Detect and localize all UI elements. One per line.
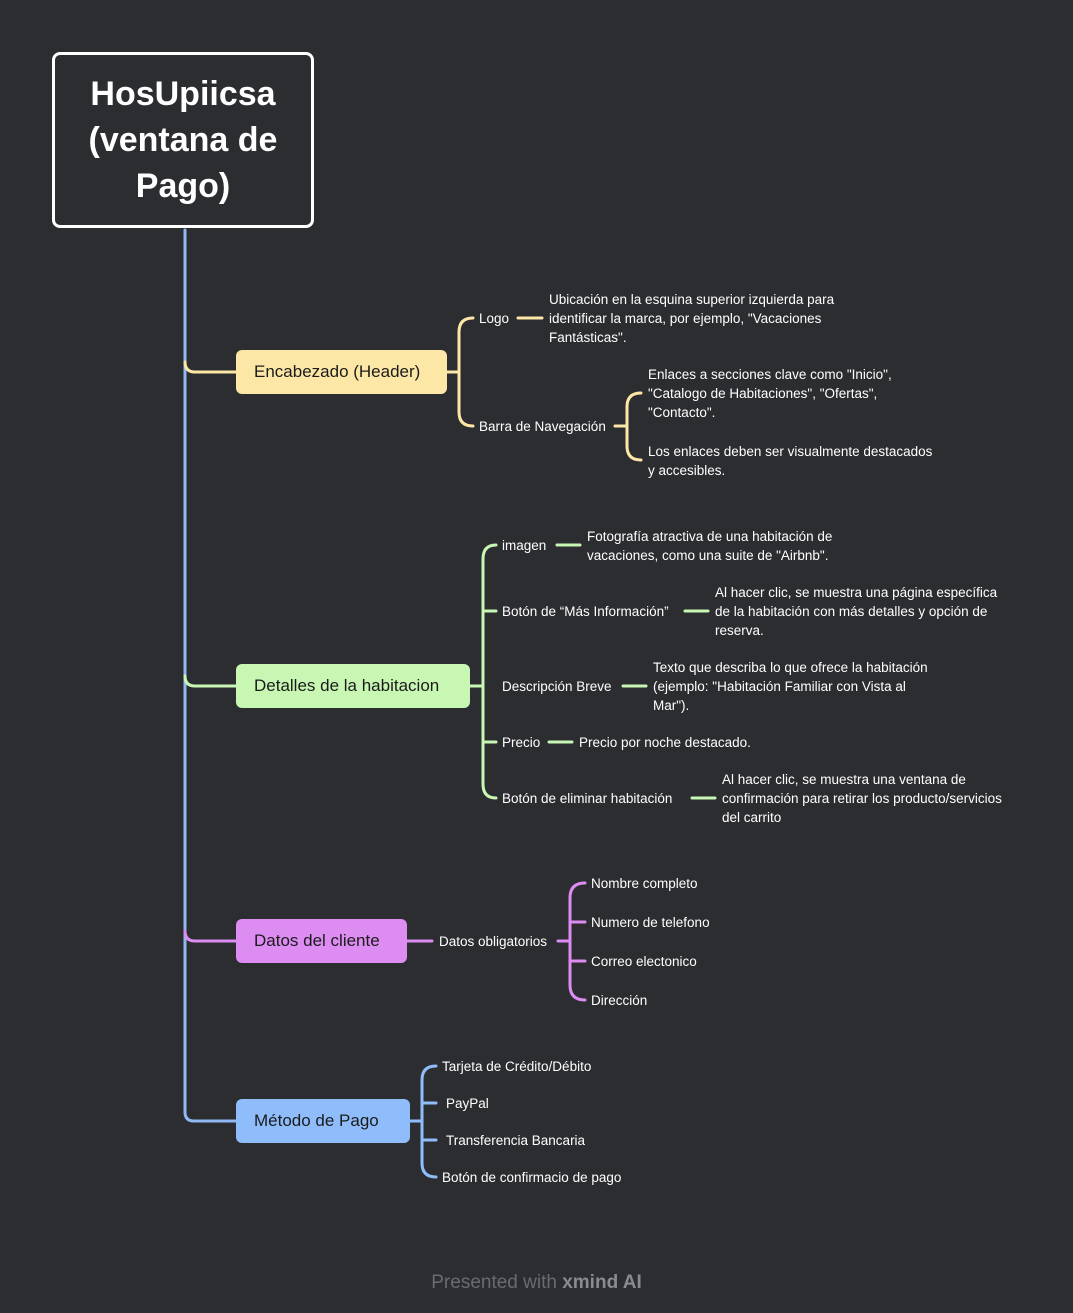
field-full-name[interactable]: Nombre completo bbox=[591, 876, 698, 891]
topic-customer-data[interactable]: Datos del cliente bbox=[236, 919, 407, 963]
image-detail[interactable]: Fotografía atractiva de una habitación d… bbox=[587, 529, 833, 563]
topic-payment-method[interactable]: Método de Pago bbox=[236, 1099, 410, 1143]
topic-room-details[interactable]: Detalles de la habitacion bbox=[236, 664, 470, 708]
subtopic-short-description[interactable]: Descripción Breve bbox=[502, 679, 612, 694]
subtopic-required-data[interactable]: Datos obligatorios bbox=[439, 934, 548, 949]
habitacion-connectors bbox=[468, 543, 717, 800]
nav-detail-accessibility[interactable]: Los enlaces deben ser visualmente destac… bbox=[648, 444, 933, 478]
spine-line bbox=[183, 228, 238, 1123]
payment-bank-transfer[interactable]: Transferencia Bancaria bbox=[446, 1133, 586, 1148]
topic-header[interactable]: Encabezado (Header) bbox=[236, 350, 447, 394]
remove-room-detail[interactable]: Al hacer clic, se muestra una ventana de… bbox=[722, 772, 1002, 825]
nav-detail-links[interactable]: Enlaces a secciones clave como "Inicio",… bbox=[648, 367, 892, 420]
subtopic-nav-bar[interactable]: Barra de Navegación bbox=[479, 419, 606, 434]
subtopic-more-info-button[interactable]: Botón de “Más Información” bbox=[502, 604, 669, 619]
price-detail[interactable]: Precio por noche destacado. bbox=[579, 735, 751, 750]
subtopic-price[interactable]: Precio bbox=[502, 735, 541, 750]
field-phone-number[interactable]: Numero de telefono bbox=[591, 915, 710, 930]
more-info-detail[interactable]: Al hacer clic, se muestra una página esp… bbox=[715, 585, 998, 638]
logo-detail[interactable]: Ubicación en la esquina superior izquier… bbox=[549, 292, 835, 345]
subtopic-logo[interactable]: Logo bbox=[479, 311, 510, 326]
header-connectors bbox=[445, 316, 643, 462]
spine-to-cliente bbox=[183, 929, 238, 943]
spine-to-header bbox=[183, 360, 238, 374]
payment-paypal[interactable]: PayPal bbox=[446, 1096, 489, 1111]
root-topic[interactable]: HosUpiicsa (ventana de Pago) bbox=[52, 52, 314, 228]
pago-connectors bbox=[408, 1064, 438, 1179]
payment-card[interactable]: Tarjeta de Crédito/Débito bbox=[442, 1059, 592, 1074]
footer-prefix: Presented with bbox=[431, 1272, 557, 1293]
spine-to-habitacion bbox=[183, 674, 238, 688]
subtopic-image[interactable]: imagen bbox=[502, 538, 547, 553]
presented-with-footer: Presented with xmind AI bbox=[0, 1272, 1073, 1294]
field-email[interactable]: Correo electonico bbox=[591, 954, 697, 969]
cliente-connectors bbox=[405, 881, 587, 1002]
field-address[interactable]: Dirección bbox=[591, 993, 648, 1008]
short-description-detail[interactable]: Texto que describa lo que ofrece la habi… bbox=[653, 660, 928, 713]
payment-confirm-button[interactable]: Botón de confirmacio de pago bbox=[442, 1170, 622, 1185]
subtopic-remove-room-button[interactable]: Botón de eliminar habitación bbox=[502, 791, 673, 806]
xmind-logo: xmind AI bbox=[562, 1272, 642, 1293]
